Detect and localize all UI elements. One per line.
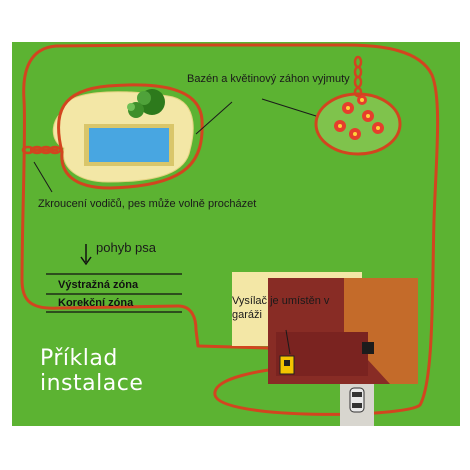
leader-flowerbed: [261, 98, 317, 117]
leader-twisted: [33, 161, 53, 193]
label-warning-zone: Výstražná zóna: [58, 279, 139, 291]
transmitter-light: [284, 360, 290, 366]
label-transmitter-location: Vysílač je umístěn v garáži: [232, 295, 330, 321]
pool-boundary-loop: [57, 83, 204, 190]
label-dog-movement: pohyb psa: [96, 240, 156, 255]
dog-arrow-head: [80, 256, 92, 266]
label-twisted-wires: Zkroucení vodičů, pes může volně procház…: [38, 198, 257, 210]
pool-water: [89, 128, 169, 162]
label-excluded-areas: Bazén a květinový záhon vyjmuty: [187, 73, 350, 85]
bottom-margin: [0, 426, 470, 470]
boundary-wire: [54, 43, 440, 416]
boundary-wire-left: [20, 44, 200, 348]
car-icon: [349, 387, 365, 413]
twisted-wire-left: [21, 145, 62, 155]
flower-bed: [314, 92, 402, 156]
leader-transmitter: [285, 329, 291, 355]
label-correction-zone: Korekční zóna: [58, 297, 134, 309]
twisted-wire-top: [353, 55, 363, 98]
bushes: [127, 89, 165, 118]
flowers: [334, 95, 384, 140]
leader-pool: [195, 101, 233, 135]
example-title: Příklad instalace: [40, 346, 144, 396]
